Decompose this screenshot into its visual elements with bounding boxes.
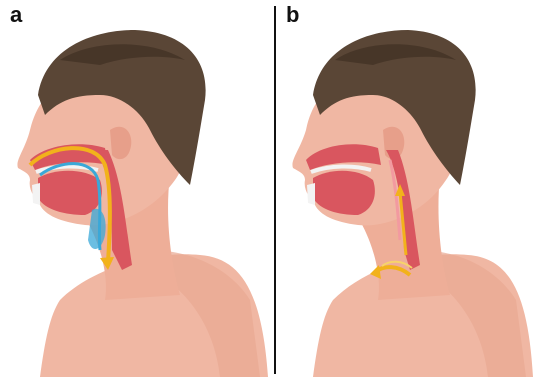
panel-b: b [278,0,533,377]
teeth-a [32,183,40,205]
head-illustration-b [278,0,533,377]
panel-divider [274,6,276,374]
teeth-b [307,183,315,205]
head-illustration-a [0,0,272,377]
panel-a: a [0,0,272,377]
